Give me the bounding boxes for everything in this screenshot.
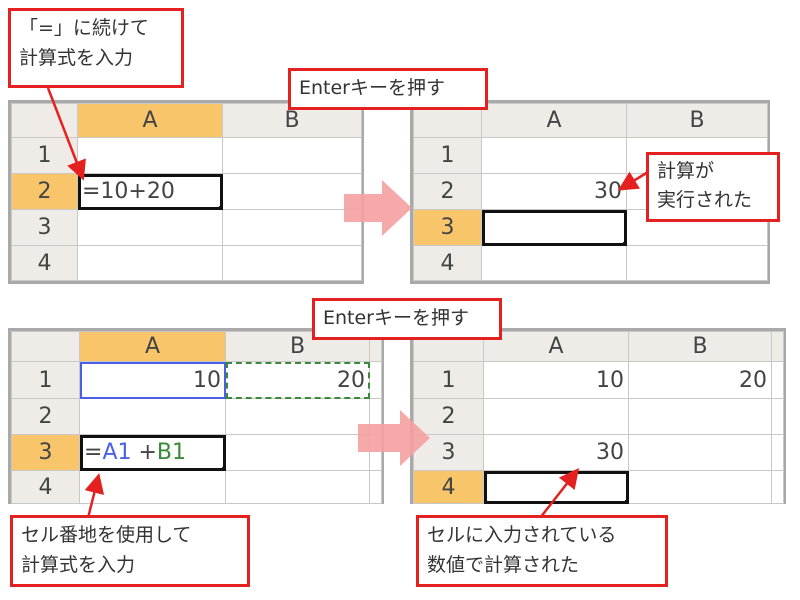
row-header-1[interactable]: 1	[11, 137, 78, 174]
arrow-right-icon	[344, 180, 412, 236]
callout-line: 計算式を入力	[21, 554, 136, 576]
row-header-2[interactable]: 2	[413, 173, 482, 210]
callout-calculated: 計算が実行された	[646, 152, 780, 222]
callout-line: 計算が	[657, 160, 715, 182]
callout-start-formula: 「=」に続けて計算式を入力	[8, 8, 184, 88]
row-header-4[interactable]: 4	[11, 245, 78, 281]
cell-b4[interactable]	[626, 245, 768, 281]
row-header-4[interactable]: 4	[413, 245, 482, 281]
callout-line: Enterキーを押す	[323, 307, 469, 329]
arrow-right-icon	[358, 410, 430, 466]
row-header-3[interactable]: 3	[11, 434, 80, 471]
cell-a1[interactable]: 10	[483, 361, 629, 399]
row-header-1[interactable]: 1	[11, 361, 80, 399]
callout-press-enter-top: Enterキーを押す	[288, 68, 488, 110]
cell-a2[interactable]: =10+20	[77, 173, 223, 210]
column-header-b[interactable]: B	[628, 331, 772, 362]
callout-line: 「=」に続けて	[19, 17, 149, 39]
row-header-2[interactable]: 2	[11, 173, 78, 210]
row-header-1[interactable]: 1	[413, 361, 484, 399]
callout-line: Enterキーを押す	[299, 77, 445, 99]
cell-b2[interactable]	[225, 398, 370, 435]
cell-b3[interactable]	[222, 209, 362, 246]
cell-b1[interactable]: 20	[225, 361, 370, 399]
cell-a3[interactable]: =A1 +B1	[79, 434, 226, 471]
row-header-4[interactable]: 4	[11, 470, 80, 504]
formula-plus: +	[131, 440, 157, 465]
callout-line: 計算式を入力	[19, 47, 134, 69]
cell-b4[interactable]	[225, 470, 370, 504]
column-header-a[interactable]: A	[79, 331, 226, 362]
cell-a2[interactable]: 30	[481, 173, 627, 210]
row-header-4[interactable]: 4	[413, 470, 484, 504]
cell-a1[interactable]	[481, 137, 627, 174]
cell-a3[interactable]	[481, 209, 627, 246]
formula-ref-a1: A1	[102, 440, 132, 465]
row-header-3[interactable]: 3	[413, 209, 482, 246]
row-header-3[interactable]: 3	[11, 209, 78, 246]
cell-b4[interactable]	[222, 245, 362, 281]
callout-press-enter-bottom: Enterキーを押す	[312, 298, 502, 340]
formula-ref-b1: B1	[156, 440, 187, 465]
cell-c4[interactable]	[771, 470, 784, 504]
column-header-a[interactable]: A	[77, 103, 223, 138]
row-header-3[interactable]: 3	[413, 434, 484, 471]
column-header-b[interactable]: B	[626, 103, 768, 138]
cell-a2[interactable]	[79, 398, 226, 435]
cell-a4[interactable]	[481, 245, 627, 281]
formula-equals: =	[84, 440, 103, 465]
cell-b4[interactable]	[628, 470, 772, 504]
cell-b3[interactable]	[225, 434, 370, 471]
callout-cell-reference: セル番地を使用して計算式を入力	[10, 515, 250, 587]
row-header-1[interactable]: 1	[413, 137, 482, 174]
cell-b2[interactable]	[222, 173, 362, 210]
callout-line: 実行された	[657, 189, 753, 211]
cell-a4[interactable]	[77, 245, 223, 281]
callout-line: セルに入力されている	[427, 524, 617, 546]
column-header-a[interactable]: A	[483, 331, 629, 362]
cell-c4[interactable]	[369, 470, 382, 504]
callout-line: セル番地を使用して	[21, 524, 192, 546]
column-header-a[interactable]: A	[481, 103, 627, 138]
cell-a1[interactable]	[77, 137, 223, 174]
callout-calculated-from-values: セルに入力されている数値で計算された	[416, 515, 668, 587]
cell-b1[interactable]: 20	[628, 361, 772, 399]
cell-a3[interactable]: 30	[483, 434, 629, 471]
column-header-c[interactable]	[771, 331, 784, 362]
callout-line: 数値で計算された	[427, 554, 580, 576]
cell-a3[interactable]	[77, 209, 223, 246]
